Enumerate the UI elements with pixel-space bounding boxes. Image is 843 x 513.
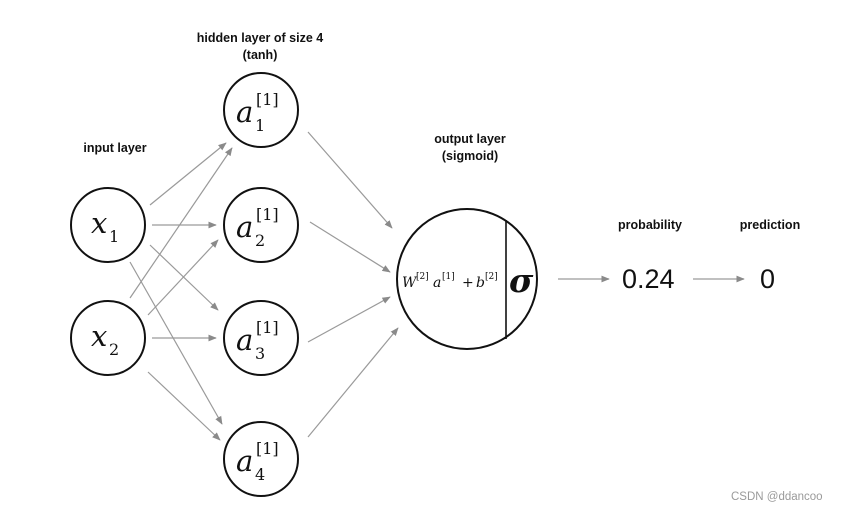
- hidden-node-1-symbol: a: [236, 95, 253, 129]
- hidden-node-1-superscript: [1]: [256, 90, 279, 109]
- hidden-node-2-superscript: [1]: [256, 205, 279, 224]
- edge-a2-out: [309, 221, 391, 273]
- edge-x2-a2: [147, 239, 219, 316]
- hidden-node-4-superscript: [1]: [256, 439, 279, 458]
- prediction-value: 0: [760, 264, 776, 294]
- probability-label: probability: [618, 218, 682, 232]
- hidden-node-3-symbol: a: [236, 323, 253, 357]
- probability-value: 0.24: [622, 264, 675, 294]
- input-node-2-symbol: x: [91, 319, 107, 353]
- hidden-node-3: a [1] 3: [223, 300, 299, 376]
- output-a-symbol: a: [433, 275, 441, 291]
- edge-x2-a1: [129, 147, 233, 299]
- hidden-layer-activation: (tanh): [242, 48, 278, 62]
- output-layer-label: output layer (sigmoid): [410, 131, 530, 165]
- hidden-node-2: a [1] 2: [223, 187, 299, 263]
- output-layer-title: output layer: [434, 132, 506, 146]
- output-w-symbol: W: [402, 275, 418, 291]
- edge-x1-a4: [129, 261, 223, 425]
- hidden-layer-label: hidden layer of size 4 (tanh): [170, 30, 350, 64]
- prediction-label: prediction: [739, 218, 801, 232]
- input-node-1-subscript: 1: [109, 227, 119, 246]
- output-layer-activation: (sigmoid): [441, 149, 499, 163]
- hidden-node-4-symbol: a: [236, 444, 253, 478]
- watermark: CSDN @ddancoo: [731, 491, 823, 503]
- hidden-layer-title: hidden layer of size 4: [196, 31, 324, 45]
- edge-a4-out: [307, 327, 399, 438]
- output-a-superscript: [1]: [442, 272, 455, 282]
- hidden-node-4-subscript: 4: [255, 465, 265, 484]
- output-b-superscript: [2]: [485, 272, 498, 282]
- output-node: W [2] a [1] + b [2] σ: [396, 208, 538, 350]
- sigmoid-symbol: σ: [509, 261, 534, 300]
- output-b-symbol: b: [476, 275, 485, 291]
- hidden-node-3-superscript: [1]: [256, 318, 279, 337]
- input-node-2: x 2: [70, 300, 146, 376]
- edge-a3-out: [307, 296, 391, 343]
- hidden-node-1: a [1] 1: [223, 72, 299, 148]
- output-plus: +: [462, 275, 474, 291]
- hidden-node-1-subscript: 1: [255, 116, 265, 135]
- output-w-superscript: [2]: [416, 272, 429, 282]
- input-node-2-subscript: 2: [109, 340, 119, 359]
- input-node-1: x 1: [70, 187, 146, 263]
- edge-a1-out: [307, 131, 393, 229]
- hidden-node-2-symbol: a: [236, 210, 253, 244]
- input-node-1-symbol: x: [91, 206, 107, 240]
- hidden-node-3-subscript: 3: [255, 344, 265, 363]
- edge-x1-a1: [149, 142, 227, 206]
- hidden-output-edges: [307, 131, 399, 438]
- hidden-node-4: a [1] 4: [223, 421, 299, 497]
- hidden-node-2-subscript: 2: [255, 231, 265, 250]
- input-layer-label: input layer: [83, 141, 147, 155]
- input-hidden-edges: [129, 142, 233, 441]
- edge-x1-a3: [149, 244, 219, 311]
- edge-x2-a4: [147, 371, 221, 441]
